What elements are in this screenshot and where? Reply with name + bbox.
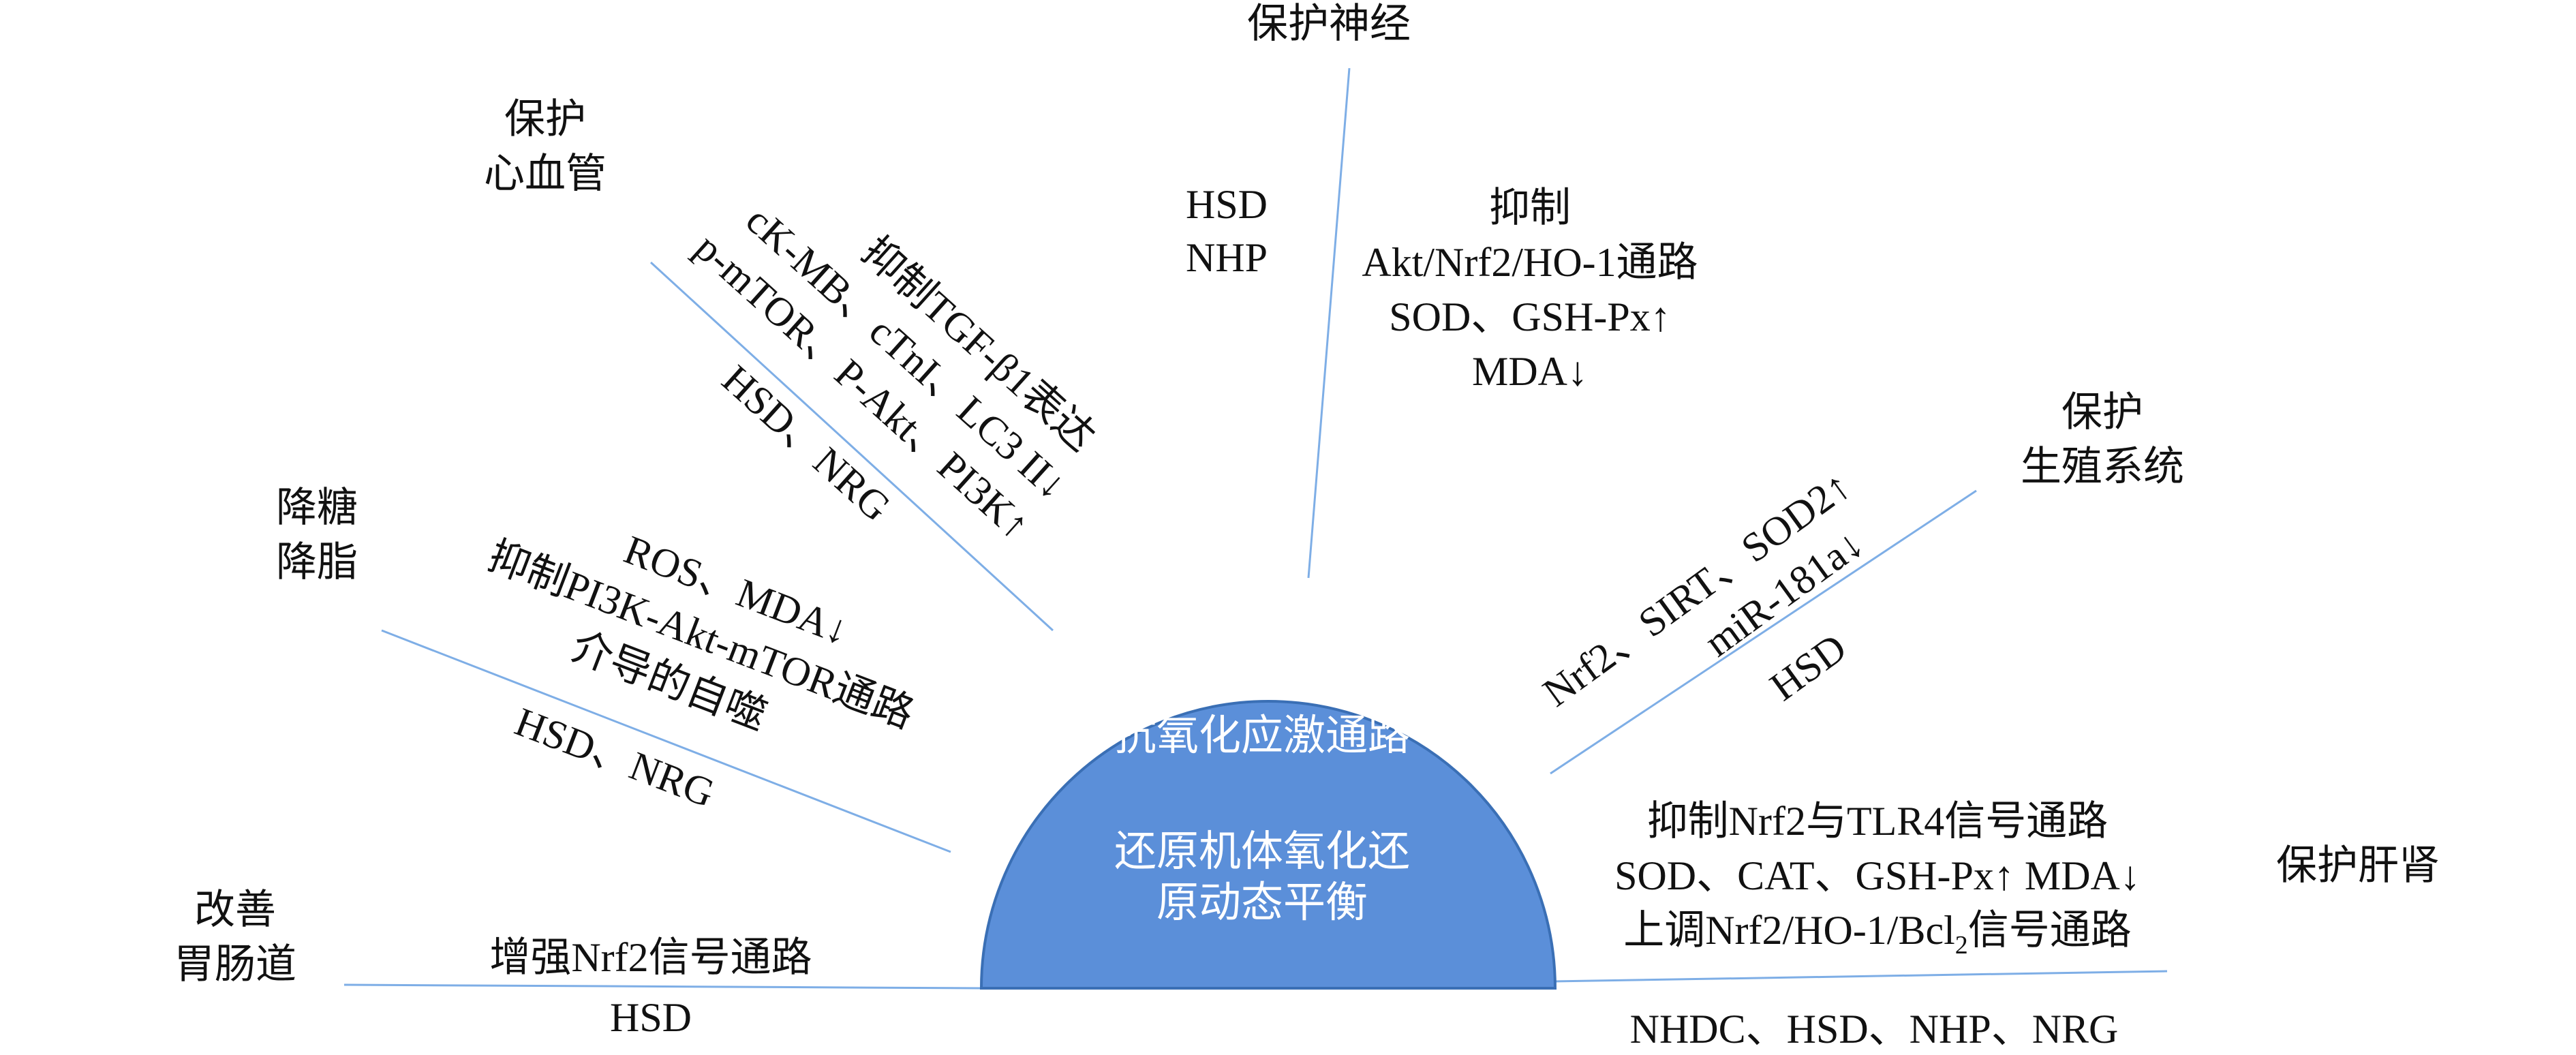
neuro-mechanism-1: 抑制 — [1489, 185, 1571, 230]
center-label-line3: 原动态平衡 — [1156, 880, 1368, 926]
liver-mechanism-2: SOD、CAT、GSH-Px↑ MDA↓ — [1614, 853, 2141, 898]
center-label-line2: 还原机体氧化还 — [1114, 829, 1410, 875]
neuro-source-2: NHP — [1186, 235, 1268, 280]
gut-title-1: 改善 — [194, 887, 276, 932]
repro-title-2: 生殖系统 — [2021, 444, 2184, 489]
glucose-title-1: 降糖 — [276, 485, 358, 530]
neuro-title: 保护神经 — [1247, 1, 1411, 46]
liver-mechanism-3: 上调Nrf2/HO-1/Bcl2信号通路 — [1623, 908, 2132, 960]
neuro-mechanism-4: MDA↓ — [1472, 349, 1588, 394]
line-cardio — [649, 261, 1054, 632]
repro-mechanism-group: Nrf2、SIRT、SOD2↑ miR-181a↓ — [1535, 463, 1871, 716]
cardio-title-2: 心血管 — [484, 151, 607, 196]
neuro-mechanism-2: Akt/Nrf2/HO-1通路 — [1362, 240, 1698, 285]
gut-sources: HSD — [610, 995, 692, 1040]
liver-mechanism-3-b: 信号通路 — [1968, 908, 2132, 953]
line-repro — [1550, 489, 1977, 775]
liver-mechanism-1: 抑制Nrf2与TLR4信号通路 — [1647, 799, 2109, 844]
gut-title-2: 胃肠道 — [174, 942, 296, 987]
liver-mechanism-3-a: 上调Nrf2/HO-1/Bcl — [1623, 908, 1955, 953]
line-glucose — [381, 629, 951, 853]
glucose-sources: HSD、NRG — [509, 699, 720, 816]
cardio-mechanism-group: 抑制TGF-β1表达 cK-MB、cTnI、LC3 II↓ p-mTOR、P-A… — [687, 198, 1104, 549]
gut-mechanism: 增强Nrf2信号通路 — [489, 935, 812, 980]
cardio-mechanism-2: cK-MB、cTnI、LC3 II↓ — [737, 198, 1075, 508]
liver-mechanism-3-sub: 2 — [1955, 931, 1968, 960]
repro-title-1: 保护 — [2061, 390, 2143, 435]
liver-sources: NHDC、HSD、NHP、NRG — [1630, 1007, 2119, 1052]
connector-lines — [343, 67, 2168, 990]
line-liver — [1554, 970, 2168, 983]
repro-sources: HSD — [1762, 625, 1854, 709]
glucose-title-2: 降脂 — [276, 540, 358, 585]
line-gut — [343, 983, 982, 990]
center-label-line1: 抗氧化应激通路 — [1114, 713, 1410, 759]
neuro-mechanism-3: SOD、GSH-Px↑ — [1389, 294, 1670, 339]
line-neuro — [1307, 67, 1351, 579]
liver-title: 保护肝肾 — [2276, 843, 2440, 888]
center-dome — [979, 700, 1557, 990]
neuro-source-1: HSD — [1186, 182, 1268, 227]
cardio-title-1: 保护 — [504, 97, 586, 142]
